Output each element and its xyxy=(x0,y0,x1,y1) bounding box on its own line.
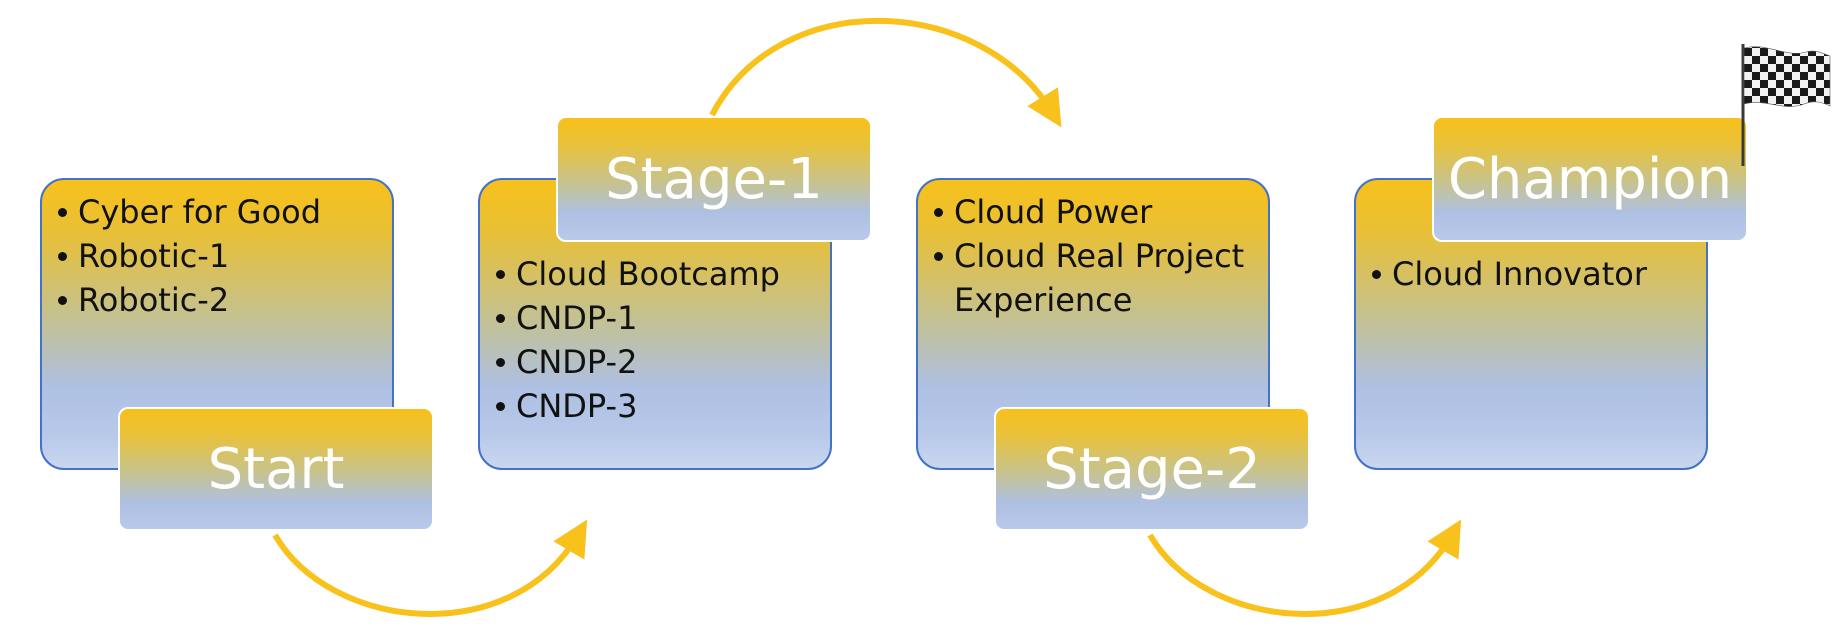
stage-title-stage-2: Stage-2 xyxy=(994,407,1310,531)
list-item: CNDP-3 xyxy=(494,384,818,428)
bullet-icon xyxy=(934,208,943,217)
stage-box-start: Cyber for Good Robotic-1 Robotic-2 xyxy=(40,178,394,470)
bullet-icon xyxy=(934,252,943,261)
stage-title-start: Start xyxy=(118,407,434,531)
list-item: Robotic-2 xyxy=(56,278,380,322)
checkered-flag-icon xyxy=(1741,44,1831,166)
stage-item-list: Cloud Innovator xyxy=(1370,252,1694,296)
list-item: CNDP-1 xyxy=(494,296,818,340)
bullet-icon xyxy=(1372,270,1381,279)
list-item: CNDP-2 xyxy=(494,340,818,384)
list-item: Cloud Power xyxy=(932,190,1256,234)
stage-item-list: Cloud Bootcamp CNDP-1 CNDP-2 CNDP-3 xyxy=(494,252,818,428)
bullet-icon xyxy=(58,296,67,305)
bullet-icon xyxy=(496,358,505,367)
bullet-icon xyxy=(496,402,505,411)
curved-arrow-icon xyxy=(272,519,588,617)
bullet-icon xyxy=(58,208,67,217)
curved-arrow-icon xyxy=(709,17,1062,128)
bullet-icon xyxy=(58,252,67,261)
list-item: Cloud Innovator xyxy=(1370,252,1694,296)
list-item: Cloud Real Project Experience xyxy=(932,234,1256,322)
stage-item-list: Cyber for Good Robotic-1 Robotic-2 xyxy=(56,190,380,322)
list-item: Cyber for Good xyxy=(56,190,380,234)
stage-item-list: Cloud Power Cloud Real Project Experienc… xyxy=(932,190,1256,322)
stage-title-champion: Champion xyxy=(1432,116,1748,242)
stage-title-stage-1: Stage-1 xyxy=(556,116,872,242)
curved-arrow-icon xyxy=(1147,519,1462,617)
bullet-icon xyxy=(496,270,505,279)
list-item: Cloud Bootcamp xyxy=(494,252,818,296)
bullet-icon xyxy=(496,314,505,323)
list-item: Robotic-1 xyxy=(56,234,380,278)
